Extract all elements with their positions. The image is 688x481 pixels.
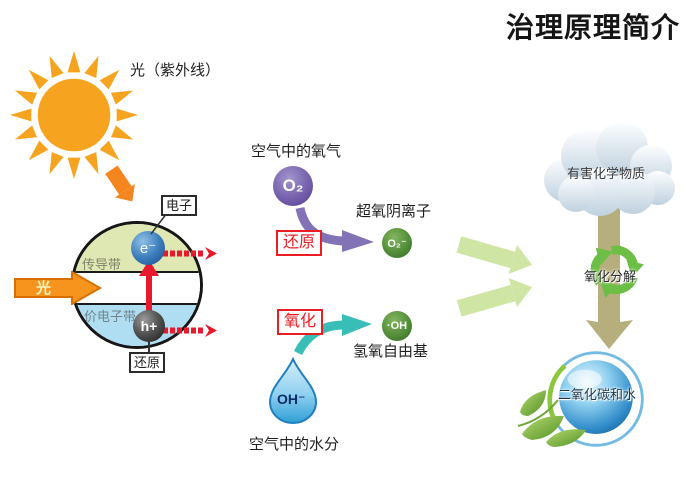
electron-symbol: e⁻ xyxy=(139,240,157,257)
decomposition-arrow-icon xyxy=(586,206,633,349)
flow-arrow-top-icon xyxy=(455,230,537,280)
light-arrow-icon xyxy=(14,271,102,305)
oxygen-source-label: 空气中的氧气 xyxy=(251,143,342,160)
electron-dashed-arrow-icon xyxy=(163,247,217,260)
flow-arrow-bottom-icon xyxy=(455,272,537,323)
electron-ball: e⁻ xyxy=(131,231,165,265)
oxygen-molecule-symbol: O₂ xyxy=(282,176,304,195)
sun-icon xyxy=(10,51,138,179)
page-title: 治理原理简介 xyxy=(505,12,680,43)
decomposition-result-label: 二氧化碳和水 xyxy=(557,387,636,402)
superoxide-symbol: O₂⁻ xyxy=(387,237,407,250)
oxidation-process-box: 氧化 xyxy=(277,309,324,335)
water-drop-icon xyxy=(268,357,318,424)
light-arrow-label: 光 xyxy=(36,280,52,297)
superoxide-ball: O₂⁻ xyxy=(382,228,412,258)
recycle-icon xyxy=(590,242,644,298)
pollutant-label: 有害化学物质 xyxy=(567,166,646,181)
uv-light-label: 光（紫外线） xyxy=(130,62,221,79)
cloud-icon xyxy=(544,122,675,216)
hole-ball: h+ xyxy=(133,310,165,342)
oxygen-molecule-ball: O₂ xyxy=(273,166,313,206)
hydroxyl-ball: ·OH xyxy=(382,311,412,341)
leaf-icon xyxy=(517,390,586,447)
hole-callout-line xyxy=(148,341,150,353)
sphere-bottom-box: 还原 xyxy=(129,352,166,373)
electron-callout-line xyxy=(150,212,168,235)
reduction-process-box: 还原 xyxy=(276,230,323,256)
hole-dashed-arrow-icon xyxy=(163,324,217,337)
water-molecule-symbol: OH⁻ xyxy=(277,391,306,407)
hole-symbol: h+ xyxy=(140,318,158,334)
conduction-band-label: 传导带 xyxy=(82,257,122,272)
excitation-arrow-icon xyxy=(139,260,159,320)
decomposition-process-label: 氧化分解 xyxy=(584,269,637,284)
hydroxyl-symbol: ·OH xyxy=(386,320,408,332)
water-source-label: 空气中的水分 xyxy=(249,436,340,453)
superoxide-label: 超氧阴离子 xyxy=(356,203,432,220)
valence-band-label: 价电子带 xyxy=(84,309,137,324)
electron-callout-box: 电子 xyxy=(161,195,198,216)
hydroxyl-label: 氢氧自由基 xyxy=(353,343,429,360)
